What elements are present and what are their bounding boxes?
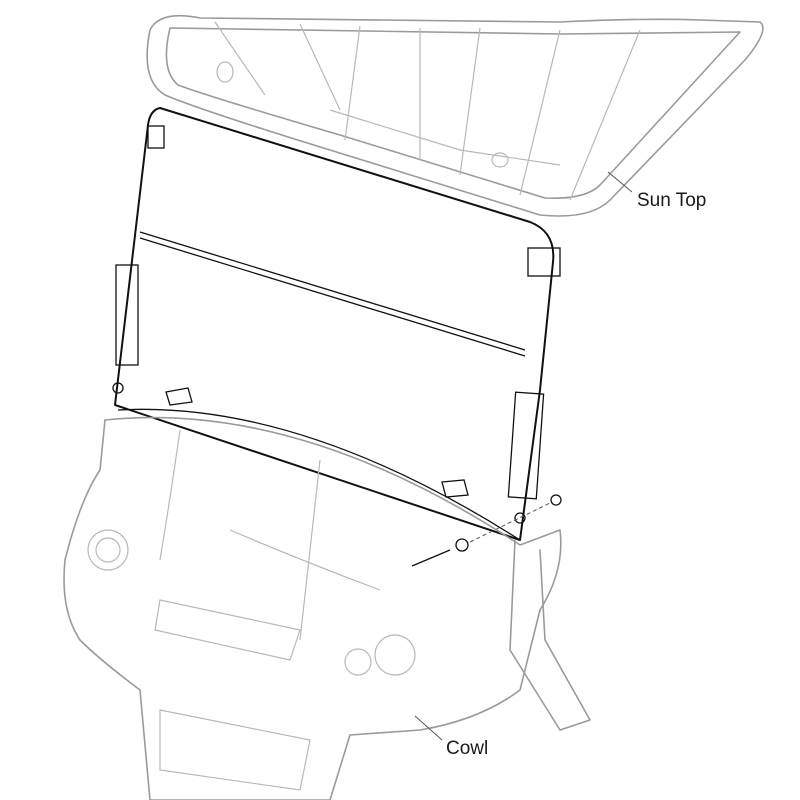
sun-top-roof [146,14,764,217]
mounting-hardware [411,494,562,567]
label-sun-top-group: Sun Top [607,171,706,211]
mount-hole-right [514,512,526,524]
label-cowl: Cowl [446,738,488,759]
bolt [411,549,451,567]
right-hinge-strip [507,391,545,500]
lower-edge-trim [117,408,521,541]
nut [550,494,562,506]
label-sun-top: Sun Top [637,190,706,211]
bracket-right [441,479,469,498]
top-left-clip [147,125,165,149]
windshield-panel [112,107,561,541]
bracket-left [165,387,193,406]
cowl [63,416,591,800]
left-hinge-strip [115,264,139,366]
label-cowl-group: Cowl [414,715,488,759]
washer [455,538,469,552]
top-right-clip [527,247,561,277]
mount-hole-left [112,382,124,394]
